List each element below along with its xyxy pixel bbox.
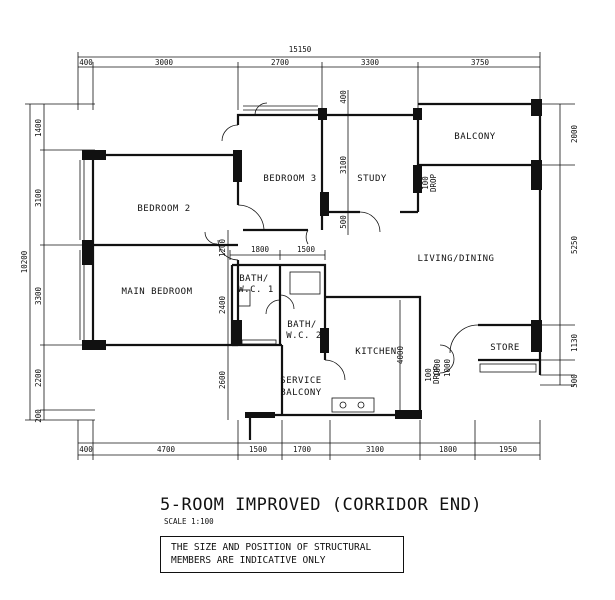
dim-bottom-3: 1500 [249,445,268,454]
dim-left-3: 3300 [34,286,43,305]
room-label-bath-2-line2: W.C. 2 [286,331,322,341]
doors [204,102,479,381]
room-label-main-bedroom: MAIN BEDROOM [121,287,192,297]
dim-top-1: 400 [79,58,93,67]
structural-note: THE SIZE AND POSITION OF STRUCTURAL MEMB… [160,536,404,573]
dim-interior-2600: 2600 [218,370,227,389]
dim-bottom-6: 1800 [439,445,458,454]
dim-left-2: 3100 [34,188,43,207]
dim-bottom-2: 4700 [157,445,176,454]
dim-bottom-1: 400 [79,445,93,454]
room-label-bedroom-2: BEDROOM 2 [137,204,190,214]
dim-interior-1000-a: 1000 [433,358,442,377]
interior-dimension-lines [227,90,401,420]
dim-left-total: 10200 [20,250,29,273]
right-dimension-lines [540,103,575,386]
dim-bottom-7: 1950 [499,445,518,454]
plan-title: 5-ROOM IMPROVED (CORRIDOR END) [160,495,483,515]
top-dimension-lines [77,52,541,110]
dim-interior-100-drop-a: 100 [421,176,430,190]
room-label-bath-2-line1: BATH/ [287,320,317,330]
dim-interior-1500: 1500 [297,245,316,254]
dim-interior-2400: 2400 [218,295,227,314]
dim-interior-4000: 4000 [396,345,405,364]
dim-interior-1200: 1200 [218,238,227,257]
room-label-balcony: BALCONY [454,132,496,142]
room-label-kitchen: KITCHEN [355,347,396,357]
dim-right-4: 500 [570,374,579,388]
dim-right-3: 1130 [570,333,579,352]
dim-overall-width: 15150 [289,45,312,54]
fixtures [237,271,375,413]
room-label-living-dining: LIVING/DINING [418,254,495,264]
room-label-bath-1-line1: BATH/ [239,274,269,284]
room-label-service-balcony-line2: BALCONY [280,388,322,398]
dim-top-2: 3000 [155,58,174,67]
dim-interior-3100: 3100 [339,155,348,174]
dim-interior-1800: 1800 [251,245,270,254]
dim-interior-100-drop-b: 100 [424,368,433,382]
dim-bottom-5: 3100 [366,445,385,454]
plan-scale: SCALE 1:100 [164,517,214,526]
room-label-service-balcony-line1: SERVICE [280,376,321,386]
bottom-dimension-lines [77,420,541,460]
dim-bottom-4: 1700 [293,445,312,454]
dim-top-4: 3300 [361,58,380,67]
room-label-store: STORE [490,343,520,353]
dim-interior-500: 500 [339,215,348,229]
dim-left-1: 1400 [34,118,43,137]
dim-interior-drop-b: DROP [432,365,441,384]
dim-top-3: 2700 [271,58,290,67]
room-label-bath-1-line2: W.C. 1 [238,285,274,295]
room-label-bedroom-3: BEDROOM 3 [263,174,316,184]
structural-columns [82,99,542,419]
dim-right-2: 5250 [570,235,579,254]
dim-interior-1000-b: 1000 [443,358,452,377]
dim-interior-drop-a: DROP [429,173,438,192]
room-label-study: STUDY [357,174,387,184]
dim-left-4: 2200 [34,368,43,387]
dim-left-5: 200 [34,409,43,423]
dim-top-5: 3750 [471,58,490,67]
dim-right-1: 2000 [570,124,579,143]
dim-interior-400: 400 [339,90,348,104]
